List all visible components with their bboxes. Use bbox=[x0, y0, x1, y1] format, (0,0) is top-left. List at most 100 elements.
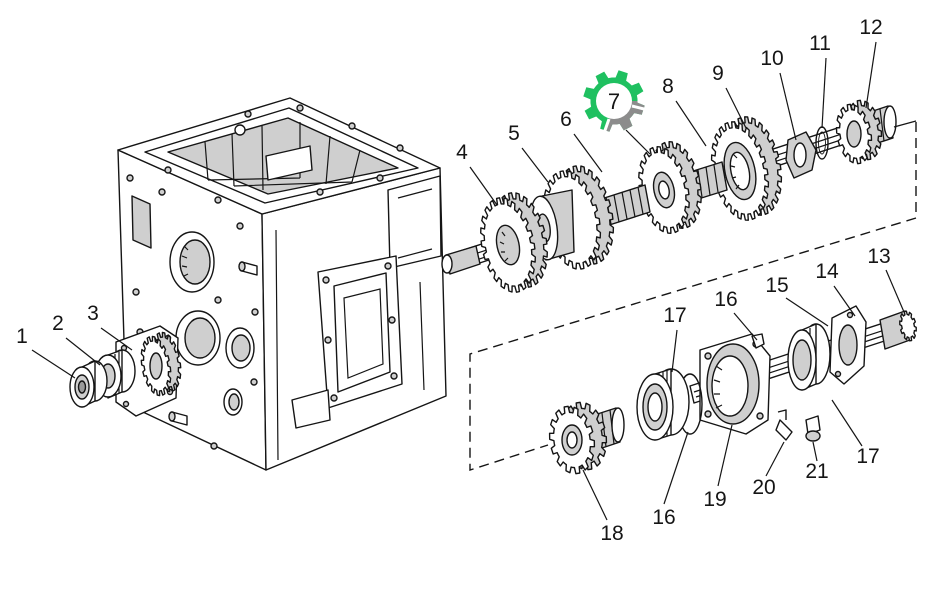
part-14-flange-hole bbox=[846, 311, 854, 319]
part-7-gear-bore bbox=[658, 180, 670, 200]
bolt-hole bbox=[376, 174, 384, 182]
leader-line-4 bbox=[469, 166, 498, 206]
part-3-flange-gear bbox=[115, 325, 182, 417]
gearbox-housing bbox=[117, 97, 447, 471]
part-10-washer bbox=[785, 131, 817, 179]
bolt-hole bbox=[126, 174, 134, 182]
callout-19: 19 bbox=[703, 488, 726, 511]
bolt-hole bbox=[396, 144, 404, 152]
upper-shaft-end-face bbox=[441, 254, 453, 274]
part-1-bearing bbox=[69, 360, 108, 408]
housing-dowel-pin-lower bbox=[168, 411, 188, 426]
gear-icon bbox=[583, 70, 649, 137]
housing-gasket-bolt-holes bbox=[322, 262, 398, 402]
housing-top-bolt-holes bbox=[164, 104, 404, 204]
part-17-bore bbox=[647, 392, 663, 422]
bolt-hole bbox=[250, 378, 258, 386]
bolt-hole bbox=[214, 196, 222, 204]
part-13-splines bbox=[899, 310, 917, 342]
bolt-hole bbox=[210, 442, 218, 450]
assembly-dashed-line bbox=[469, 122, 917, 471]
callout-6: 6 bbox=[560, 108, 572, 131]
callout-9: 9 bbox=[712, 62, 724, 85]
callout-16-lower: 16 bbox=[652, 506, 675, 529]
part-14-flange-bore bbox=[838, 324, 858, 366]
part-12-gear-hub bbox=[846, 120, 862, 148]
callout-4: 4 bbox=[456, 141, 468, 164]
part-19-flange-hole bbox=[704, 352, 712, 360]
part-19-flange-hole bbox=[704, 410, 712, 418]
bolt-hole bbox=[251, 308, 259, 316]
pin-end bbox=[238, 261, 246, 272]
gear-icon-center bbox=[596, 83, 632, 119]
bolt-hole bbox=[158, 188, 166, 196]
callout-11: 11 bbox=[809, 32, 831, 55]
part-9-gear bbox=[710, 116, 783, 221]
leader-line-10 bbox=[779, 72, 797, 141]
leader-line-20 bbox=[765, 441, 785, 477]
bolt-hole bbox=[244, 110, 252, 118]
housing-side-slot bbox=[131, 195, 152, 249]
housing-cavity-partition bbox=[265, 145, 313, 181]
bolt-hole bbox=[214, 296, 222, 304]
callout-20: 20 bbox=[752, 476, 775, 499]
housing-front-flange-lines bbox=[397, 188, 433, 259]
gear-icon-segment bbox=[600, 101, 645, 132]
leader-line-9 bbox=[725, 87, 747, 129]
bolt-hole bbox=[164, 166, 172, 174]
leader-line-3 bbox=[100, 327, 133, 351]
leader-line-16-upper bbox=[733, 312, 758, 341]
bolt-hole bbox=[316, 188, 324, 196]
part-3-flange-hole bbox=[122, 400, 130, 408]
bolt-hole bbox=[348, 122, 356, 130]
part-18-gear bbox=[548, 401, 625, 475]
callout-12: 12 bbox=[859, 16, 882, 39]
part-1-bore-inner bbox=[77, 380, 87, 394]
part-13-shaft-end bbox=[879, 310, 917, 350]
callout-2: 2 bbox=[52, 312, 64, 335]
part-19-bearing-housing bbox=[699, 333, 771, 435]
part-7-gear bbox=[638, 140, 702, 235]
leader-line-14 bbox=[833, 285, 856, 317]
callout-10: 10 bbox=[760, 47, 783, 70]
callout-16-upper: 16 bbox=[714, 288, 737, 311]
callout-15: 15 bbox=[765, 274, 788, 297]
part-3-gear-hub bbox=[149, 352, 163, 380]
bolt-hole bbox=[388, 316, 396, 324]
bolt-hole bbox=[390, 372, 398, 380]
leader-line-19 bbox=[717, 424, 733, 487]
housing-cover-gasket-inner bbox=[333, 272, 391, 393]
part-9-bearing-inner bbox=[729, 151, 751, 191]
leader-line-8 bbox=[675, 100, 707, 147]
bolt-hole bbox=[324, 336, 332, 344]
callout-5: 5 bbox=[508, 122, 520, 145]
callout-labels: 1 2 3 4 5 6 7 8 9 10 11 12 13 14 15 16 1… bbox=[16, 16, 891, 545]
upper-shaft-assembly bbox=[441, 99, 897, 293]
part-4-gear bbox=[480, 192, 548, 293]
part-4-gear-hub bbox=[495, 224, 521, 266]
part-20-lock-washer bbox=[775, 409, 793, 441]
pin-end bbox=[168, 411, 176, 422]
callout-13: 13 bbox=[867, 245, 890, 268]
housing-bore-middle-inner bbox=[184, 317, 216, 359]
bolt-hole bbox=[236, 222, 244, 230]
housing-bore-right-inner bbox=[231, 334, 251, 362]
bolt-hole bbox=[384, 262, 392, 270]
leader-line-5 bbox=[521, 147, 549, 183]
callout-17-lower: 17 bbox=[856, 445, 879, 468]
callout-18: 18 bbox=[600, 522, 623, 545]
part-15-bearing bbox=[787, 323, 831, 391]
housing-bore-upper-inner bbox=[179, 239, 211, 285]
callout-1: 1 bbox=[16, 325, 28, 348]
leader-line-17-upper bbox=[671, 329, 678, 373]
leader-line-6 bbox=[573, 133, 603, 173]
part-14-flange bbox=[829, 305, 867, 385]
callout-14: 14 bbox=[815, 260, 839, 283]
part-20-washer bbox=[775, 409, 793, 441]
callout-21: 21 bbox=[805, 460, 828, 483]
housing-front-edge bbox=[275, 229, 425, 461]
part-15-bore bbox=[792, 339, 812, 381]
part-9-rollers bbox=[730, 153, 740, 190]
leader-line-1 bbox=[31, 349, 76, 379]
